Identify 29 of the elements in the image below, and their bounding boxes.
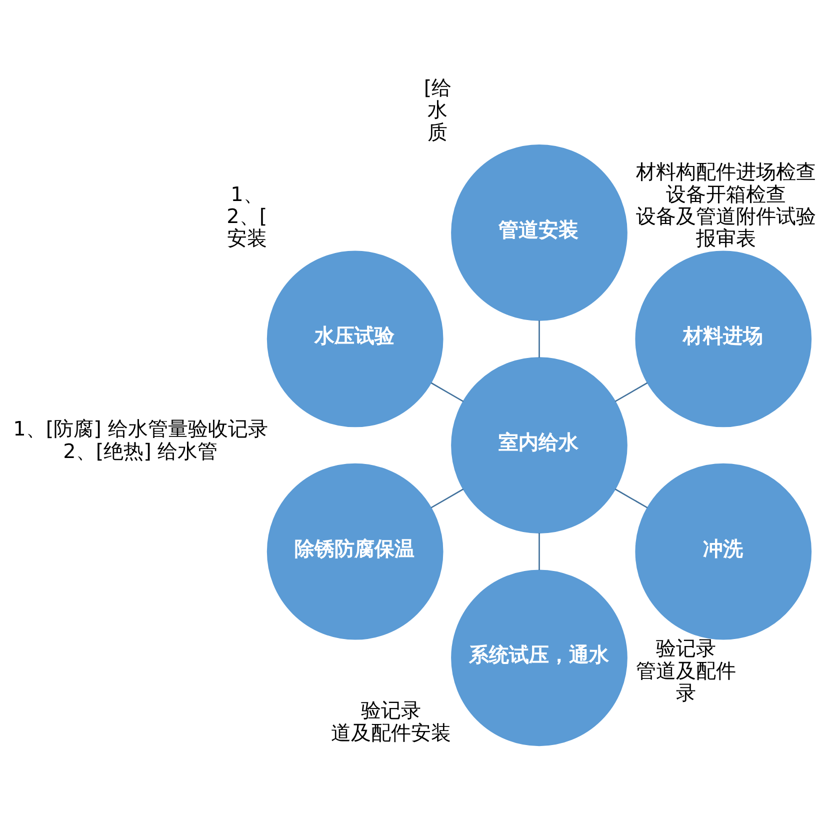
connector — [614, 382, 648, 402]
node-label: 验记录 — [360, 698, 421, 722]
node-label: 材料构配件进场检查 — [636, 160, 816, 184]
node-label: 设备开箱检查 — [666, 182, 786, 206]
node-label: 设备及管道附件试验 — [636, 204, 816, 228]
node-circle: 室内给水 — [450, 357, 627, 534]
connector — [430, 382, 464, 402]
node-circle: 材料进场 — [634, 250, 812, 428]
node-circle: 冲洗 — [634, 463, 812, 640]
node-circle: 除锈防腐保温 — [266, 463, 443, 640]
node-circle: 系统试压，通水 — [450, 570, 627, 746]
node-label: 水 — [427, 98, 448, 122]
node-label: 1、[防腐] 给水管量验收记录 — [12, 416, 268, 441]
node-label: 报审表 — [696, 226, 756, 250]
node-label: 录 — [676, 680, 696, 705]
connector — [538, 533, 540, 570]
node-circle: 水压试验 — [266, 250, 443, 428]
node-label: 安装 — [226, 226, 266, 250]
connector — [430, 488, 464, 508]
node-label: 2、[绝热] 给水管 — [62, 438, 218, 463]
connector — [614, 488, 648, 508]
node-circle: 管道安装 — [450, 144, 627, 321]
node-label: 1、 — [230, 182, 263, 206]
node-label: 道及配件安装 — [330, 720, 451, 744]
node-label: 管道及配件 — [636, 658, 736, 682]
node-label: 质 — [427, 120, 448, 144]
node-label: 2、[ — [226, 204, 267, 228]
node-label: [给 — [423, 75, 452, 100]
connector — [538, 320, 540, 358]
